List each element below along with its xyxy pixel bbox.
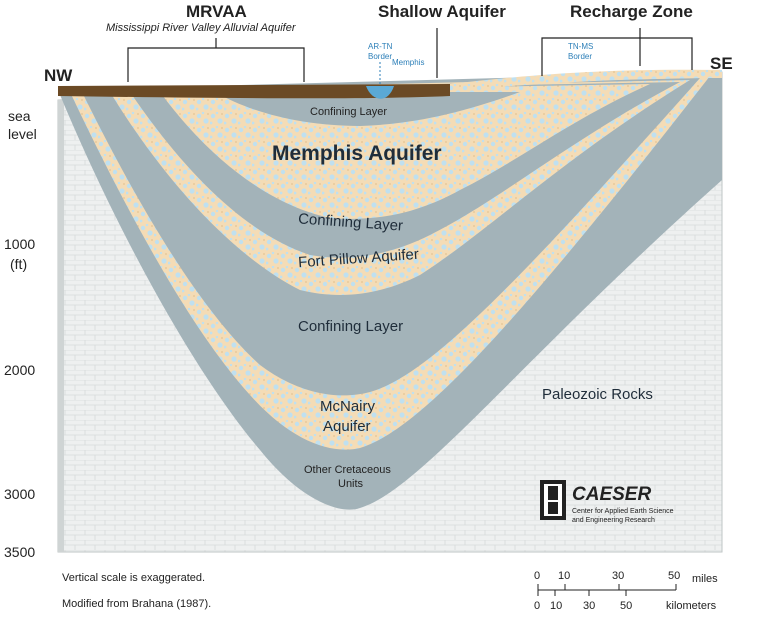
km-tick-50: 50: [620, 600, 633, 612]
tnms-label-2: Border: [568, 52, 593, 61]
surface-sand-right: [450, 69, 722, 90]
caeser-name: CAESER: [572, 484, 652, 505]
mcnairy-label-2: Aquifer: [323, 418, 371, 435]
memphis-aquifer-layer: [160, 84, 650, 219]
mrvaa-pointer: [127, 38, 305, 82]
depth-3500: 3500: [4, 544, 36, 560]
mrvaa-title: MRVAA: [186, 2, 247, 21]
nw-label: NW: [44, 66, 73, 85]
miles-tick-50: 50: [668, 570, 681, 582]
miles-tick-10: 10: [558, 570, 571, 582]
depth-level: level: [8, 126, 37, 142]
confining-top-label: Confining Layer: [310, 106, 388, 118]
paleozoic-label: Paleozoic Rocks: [542, 386, 653, 403]
shallow-aquifer-title: Shallow Aquifer: [378, 2, 506, 21]
artn-label-2: Border: [368, 52, 393, 61]
river-channel: [366, 86, 394, 99]
confining-3-label: Confining Layer: [298, 318, 404, 335]
note-exaggerated: Vertical scale is exaggerated.: [62, 572, 206, 584]
note-modified: Modified from Brahana (1987).: [62, 598, 212, 610]
recharge-pointer: [541, 28, 693, 76]
depth-1000: 1000: [4, 236, 36, 252]
memphis-city-label: Memphis: [392, 58, 425, 67]
km-tick-30: 30: [583, 600, 596, 612]
other-cretaceous-label-1: Other Cretaceous: [304, 464, 391, 476]
mrvaa-subtitle: Mississippi River Valley Alluvial Aquife…: [106, 22, 296, 34]
confining-layer-top: [215, 92, 520, 126]
depth-2000: 2000: [4, 362, 36, 378]
mrvaa-soil-layer: [58, 84, 450, 99]
memphis-aquifer-label: Memphis Aquifer: [272, 142, 442, 165]
km-unit: kilometers: [666, 600, 717, 612]
tnms-label: TN-MS: [568, 42, 594, 51]
bedrock-edge: [58, 100, 64, 552]
caeser-line-2: and Engineering Research: [572, 517, 655, 524]
mcnairy-label-1: McNairy: [320, 398, 375, 415]
artn-label: AR-TN: [368, 42, 393, 51]
scale-bar: [537, 584, 677, 596]
recharge-zone-title: Recharge Zone: [570, 2, 693, 21]
miles-tick-0: 0: [534, 570, 541, 582]
miles-unit: miles: [692, 573, 718, 585]
depth-sea: sea: [8, 108, 31, 124]
km-tick-0: 0: [534, 600, 541, 612]
um-logo-icon: [540, 480, 566, 520]
miles-tick-30: 30: [612, 570, 625, 582]
km-tick-10: 10: [550, 600, 563, 612]
depth-unit: (ft): [10, 256, 28, 272]
se-label: SE: [710, 54, 733, 73]
depth-3000: 3000: [4, 486, 36, 502]
other-cretaceous-label-2: Units: [338, 478, 364, 490]
caeser-line-1: Center for Applied Earth Science: [572, 508, 674, 515]
